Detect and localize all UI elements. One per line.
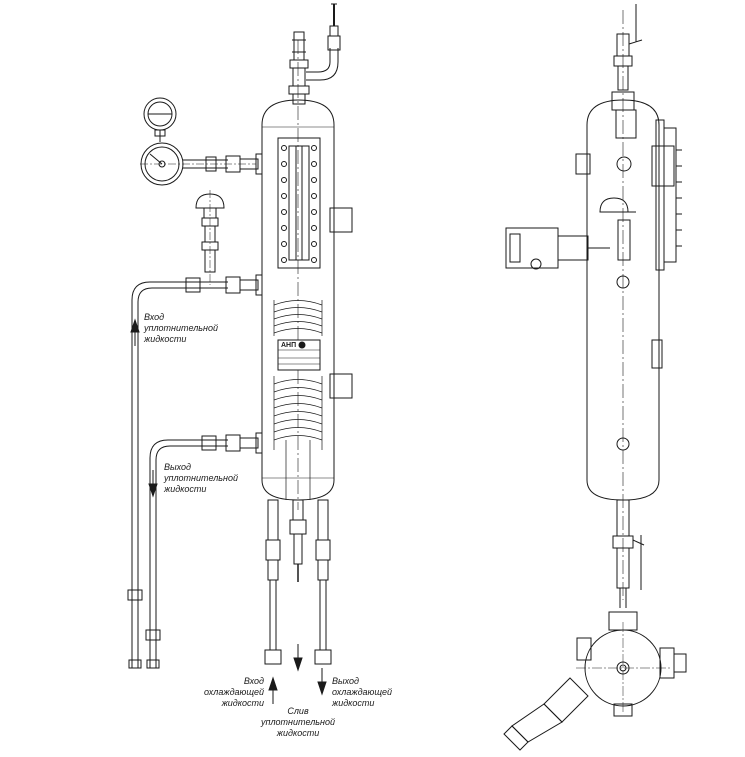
label-drain-line2: уплотнительной (261, 717, 335, 727)
side-valve-mid (617, 276, 629, 288)
side-view (506, 4, 682, 608)
side-nozzle-upper (330, 208, 352, 232)
arrow-cool-out (318, 682, 326, 694)
temperature-sensor-assembly (196, 190, 224, 285)
label-seal-inlet-line1: Вход (144, 312, 165, 322)
label-seal-outlet-line2: уплотнительной (164, 473, 238, 483)
label-cooling-outlet: Выход охлаждающей жидкости (332, 676, 392, 709)
side-top-valve (612, 4, 642, 138)
label-seal-outlet-line3: жидкости (164, 484, 207, 494)
label-cooling-outlet-line1: Выход (332, 676, 360, 686)
flow-arrows (131, 320, 326, 704)
label-drain: Слив уплотнительной жидкости (254, 706, 342, 739)
label-cooling-outlet-line2: охлаждающей (332, 687, 392, 697)
seal-inlet-piping (128, 275, 262, 668)
plan-transmitter (504, 678, 588, 750)
seal-outlet-piping (146, 433, 262, 668)
side-temp-sensor (600, 198, 636, 260)
label-seal-outlet-line1: Выход (164, 462, 192, 472)
side-level-gauge (652, 120, 682, 270)
label-seal-inlet-line2: уплотнительной (144, 323, 218, 333)
label-seal-outlet: Выход уплотнительной жидкости (164, 462, 238, 495)
label-seal-inlet-line3: жидкости (144, 334, 187, 344)
label-cooling-outlet-line3: жидкости (332, 698, 375, 708)
label-cooling-inlet-line1: Вход (243, 676, 264, 686)
label-seal-inlet: Вход уплотнительной жидкости (144, 312, 218, 345)
side-valve-low (617, 438, 629, 450)
arrow-cool-in (269, 678, 277, 690)
label-drain-line1: Слив (287, 706, 309, 716)
nameplate-text: АНП (281, 342, 297, 349)
pressure-gauge-assembly (140, 98, 262, 185)
front-view (128, 4, 352, 704)
vessel-body (262, 100, 334, 500)
arrow-drain (294, 658, 302, 670)
nameplate (278, 340, 320, 370)
side-vessel-body (587, 100, 659, 500)
bottom-nozzles (265, 500, 331, 664)
side-bottom-piping (613, 500, 644, 608)
cooling-coil (274, 300, 322, 500)
label-drain-line3: жидкости (276, 728, 320, 738)
level-gauge (278, 138, 320, 268)
label-cooling-inlet: Вход охлаждающей жидкости (192, 676, 264, 709)
side-nozzle-lower (330, 374, 352, 398)
label-cooling-inlet-line2: охлаждающей (204, 687, 264, 697)
gauge-bolts (282, 146, 317, 263)
label-cooling-inlet-line3: жидкости (221, 698, 264, 708)
plan-view (504, 612, 686, 750)
top-vent-assembly (289, 4, 340, 104)
side-transmitter (506, 228, 610, 269)
side-sight-upper (617, 157, 631, 171)
